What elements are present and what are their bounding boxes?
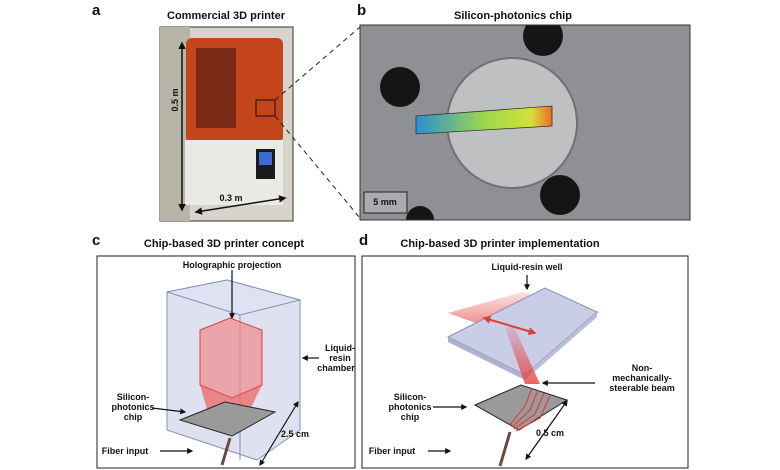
printer-photo bbox=[159, 26, 294, 222]
beam-label: mechanically- bbox=[612, 373, 672, 383]
width-label: 0.3 m bbox=[219, 193, 242, 203]
panel-letter: b bbox=[357, 2, 366, 19]
zoom-line bbox=[274, 26, 361, 101]
beam-label: Non- bbox=[632, 363, 653, 373]
steerable-beam bbox=[505, 327, 540, 384]
photo-frame bbox=[359, 24, 691, 221]
chip-label: Silicon- bbox=[117, 392, 150, 402]
size-label: 2.5 cm bbox=[281, 429, 309, 439]
chamber-label: resin bbox=[329, 353, 351, 363]
panel-d: d Chip-based 3D printer implementation L… bbox=[359, 232, 689, 469]
well-label: Liquid-resin well bbox=[491, 262, 562, 272]
scan-arrow bbox=[482, 315, 537, 336]
fiber-label: Fiber input bbox=[102, 446, 149, 456]
chip bbox=[473, 384, 569, 431]
panel-letter: d bbox=[359, 232, 368, 249]
panel-title: Silicon-photonics chip bbox=[454, 10, 572, 22]
panel-title: Chip-based 3D printer concept bbox=[144, 238, 304, 250]
size-label: 0.5 cm bbox=[536, 428, 564, 438]
chip-label: photonics bbox=[112, 402, 155, 412]
panel-title: Chip-based 3D printer implementation bbox=[400, 238, 600, 250]
panel-b: b Silicon-photonics chip 5 mm bbox=[357, 2, 691, 221]
chip-label: chip bbox=[401, 412, 420, 422]
scale-bar: 5 mm bbox=[373, 197, 397, 207]
height-label: 0.5 m bbox=[170, 88, 180, 111]
panel-c: c Chip-based 3D printer concept Holograp… bbox=[92, 232, 356, 469]
panel-letter: a bbox=[92, 2, 101, 19]
zoom-line bbox=[274, 115, 361, 219]
panel-letter: c bbox=[92, 232, 100, 249]
fiber bbox=[220, 437, 232, 466]
chamber-label: Liquid- bbox=[325, 343, 355, 353]
holo-label: Holographic projection bbox=[183, 260, 282, 270]
chip-photo bbox=[360, 25, 690, 220]
beam-label: steerable beam bbox=[609, 383, 675, 393]
chamber-label: chamber bbox=[317, 363, 355, 373]
panel-title: Commercial 3D printer bbox=[167, 10, 286, 22]
chip-label: chip bbox=[124, 412, 143, 422]
fiber-label: Fiber input bbox=[369, 446, 416, 456]
chip-label: photonics bbox=[389, 402, 432, 412]
fiber bbox=[498, 431, 512, 467]
chip-label: Silicon- bbox=[394, 392, 427, 402]
panel-a: a Commercial 3D printer 0.5 m 0.3 m bbox=[92, 2, 361, 222]
